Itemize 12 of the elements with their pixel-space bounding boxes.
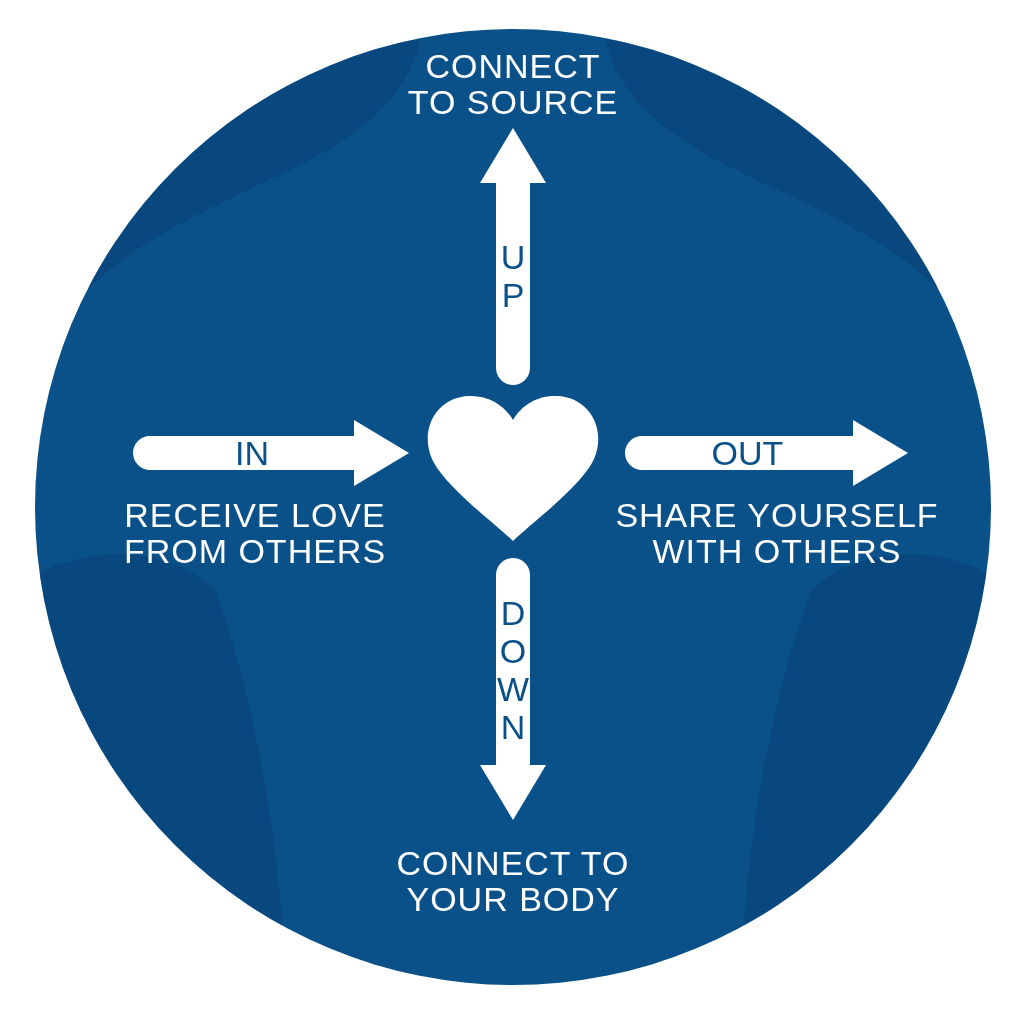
- edge-label: UP: [496, 237, 530, 314]
- caption-text: SHARE YOURSELF WITH OTHERS: [614, 497, 940, 569]
- arrow: [480, 128, 546, 385]
- node-label: CONNECT TO SOURCE: [401, 48, 625, 120]
- arrow: [133, 420, 409, 486]
- arrow: [625, 420, 908, 486]
- edge-label: IN: [235, 436, 269, 470]
- caption-text: RECEIVE LOVE FROM OTHERS: [122, 497, 388, 569]
- arrow: [480, 558, 546, 820]
- node-label: CONNECT TO YOUR BODY: [373, 845, 653, 917]
- edge-label: OUT: [711, 436, 784, 470]
- edge-label: DOWN: [496, 594, 530, 746]
